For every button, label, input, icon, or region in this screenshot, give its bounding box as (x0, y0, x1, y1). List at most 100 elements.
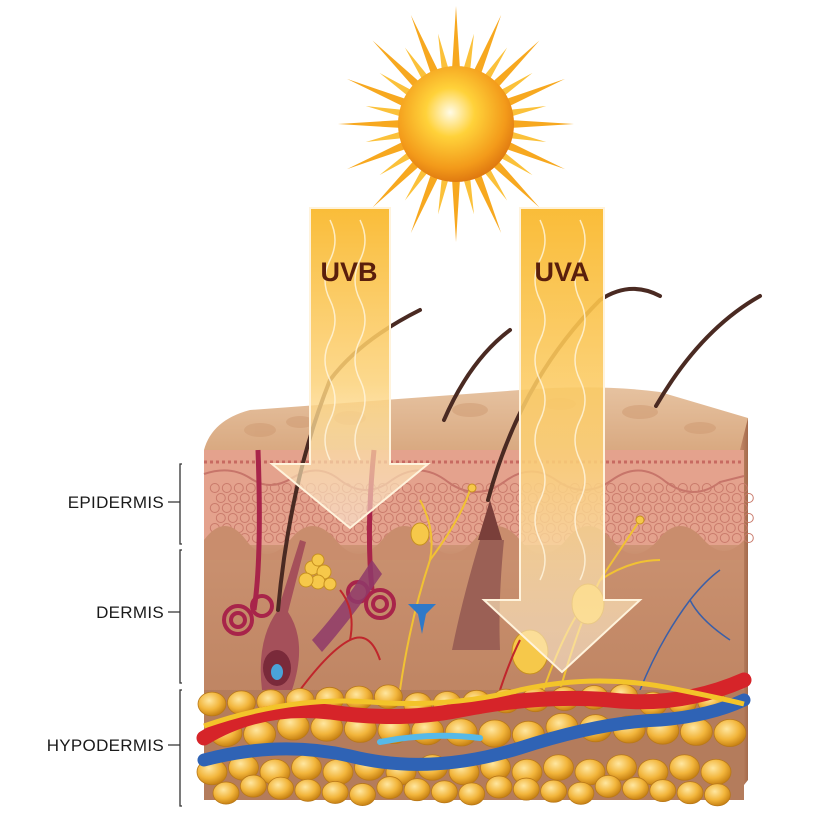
fat-cell (676, 781, 704, 805)
sun-ray (473, 174, 502, 234)
epidermis-cell (227, 513, 238, 523)
epidermis-cell (623, 533, 634, 543)
hair-follicle-left (260, 540, 306, 690)
epidermis-cell (629, 483, 640, 493)
fat-cell (622, 777, 649, 800)
sun-ray (511, 120, 574, 128)
touch-receptor (408, 604, 436, 634)
epidermis-cell (263, 533, 274, 543)
epidermis-cell (713, 483, 724, 493)
epidermis-cell (335, 533, 346, 543)
epidermis-cell (371, 513, 382, 523)
fat-cell (606, 754, 637, 781)
epidermis-cell (617, 483, 628, 493)
epidermis-cell (647, 493, 658, 503)
epidermis-cell (635, 533, 646, 543)
epidermis-cell (467, 493, 478, 503)
sun (338, 6, 574, 242)
fat-cell (212, 781, 240, 805)
sun-ray (346, 78, 406, 107)
uva-label: UVA (534, 257, 589, 287)
epidermis-cell (275, 513, 286, 523)
skin-block (196, 286, 762, 807)
lymph-vessel (377, 732, 483, 745)
sun-ray (484, 168, 508, 201)
veins-small (639, 569, 731, 691)
fat-cell (430, 780, 458, 804)
uva-wave (534, 219, 586, 581)
epidermis-cell (611, 533, 622, 543)
epidermis-cell (209, 483, 220, 493)
epidermis-cell (215, 493, 226, 503)
epidermis-cell (629, 503, 640, 513)
epidermis-cell (389, 503, 400, 513)
epidermis-cell (623, 513, 634, 523)
epidermis-cell (647, 513, 658, 523)
epidermis-cell (743, 513, 754, 523)
fat-cell (444, 718, 478, 747)
fat-cell (669, 754, 700, 781)
sun-ray (463, 178, 474, 215)
epidermis-cell (299, 513, 310, 523)
fat-cell (267, 776, 295, 800)
epidermis-cell (329, 523, 340, 533)
epidermis-cell (731, 493, 742, 503)
epidermis-cell (245, 483, 256, 493)
epidermis-cell (641, 523, 652, 533)
epidermis-cell (503, 513, 514, 523)
epidermis-cell (221, 483, 232, 493)
epidermis-cell (743, 533, 754, 543)
epidermis-cell (395, 493, 406, 503)
fat-cell (540, 779, 567, 803)
epidermis-cell (377, 523, 388, 533)
epidermis-cell (467, 513, 478, 523)
layer-legend (168, 463, 182, 807)
epidermis-cell (269, 523, 280, 533)
epidermis-cell (659, 513, 670, 523)
fat-cell (649, 779, 677, 803)
fat-cell (458, 782, 486, 806)
epidermis-cell (713, 523, 724, 533)
capillaries (299, 589, 521, 691)
epidermis-cell (461, 523, 472, 533)
epidermis-cell (713, 503, 724, 513)
epidermis-cell (245, 523, 256, 533)
sweat-gland-left (222, 449, 274, 636)
artery (196, 672, 752, 746)
epidermis-cell (371, 533, 382, 543)
epidermis-cell (647, 533, 658, 543)
epidermis-cell (413, 483, 424, 493)
epidermis-cell (629, 523, 640, 533)
epidermis-cell (455, 533, 466, 543)
hypodermis-layer (196, 672, 752, 807)
sun-ray (365, 106, 402, 117)
epidermis-cell (221, 503, 232, 513)
epidermis-cell (275, 493, 286, 503)
epidermis-cell (233, 483, 244, 493)
epidermis-cell (605, 483, 616, 493)
sun-ray (463, 33, 474, 70)
sun-core (398, 66, 514, 182)
fat-cell (376, 776, 404, 800)
sun-ray (492, 40, 540, 88)
epidermis-cell (401, 483, 412, 493)
epidermis-cell (689, 503, 700, 513)
sun-ray (506, 78, 566, 107)
uvb-wave (324, 219, 366, 461)
sun-ray (404, 168, 428, 201)
uvb-ray: UVB (269, 207, 431, 530)
fat-cell (574, 758, 606, 786)
nerve-trunk (203, 678, 745, 729)
epidermis-cell (677, 483, 688, 493)
hypodermis-bracket (168, 689, 182, 807)
fat-cell (700, 758, 732, 786)
sun-ray (438, 33, 449, 70)
epidermis-cell (653, 523, 664, 533)
sun-rays (338, 6, 574, 242)
fat-cell (322, 758, 354, 786)
epidermis-cell (419, 493, 430, 503)
hair-follicle-center (452, 500, 504, 650)
fat-cell (403, 778, 431, 802)
skin-surface (204, 387, 748, 450)
fat-cell (294, 778, 322, 802)
